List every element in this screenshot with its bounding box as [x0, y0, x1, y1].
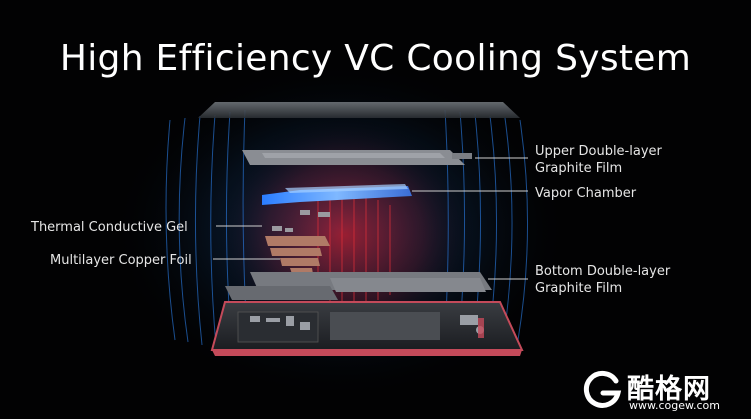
- label-upper-line-1: Upper Double-layer: [535, 144, 662, 159]
- watermark-url: www.cogew.com: [629, 399, 720, 412]
- label-copper-foil: Multilayer Copper Foil: [50, 253, 192, 268]
- leader-lines: [213, 157, 528, 280]
- label-vapor-chamber: Vapor Chamber: [535, 186, 637, 201]
- label-bottom-line-2: Graphite Film: [535, 281, 623, 296]
- thermal-gel-pads: [272, 210, 330, 232]
- label-bottom-graphite-film: Bottom Double-layer Graphite Film: [535, 263, 670, 297]
- label-upper-graphite-film: Upper Double-layer Graphite Film: [535, 143, 662, 177]
- upper-graphite-film: [242, 150, 472, 165]
- watermark-brand: 酷格网: [627, 374, 711, 405]
- label-thermal-gel: Thermal Conductive Gel: [31, 220, 188, 235]
- vapor-chamber: [262, 184, 412, 205]
- top-glass-panel: [198, 102, 520, 118]
- phone-chassis: [210, 301, 524, 356]
- bottom-graphite-film: [225, 272, 492, 300]
- label-bottom-line-1: Bottom Double-layer: [535, 264, 671, 279]
- diagram-title: High Efficiency VC Cooling System: [59, 38, 692, 79]
- watermark: 酷格网 www.cogew.com: [583, 367, 743, 413]
- g-logo-icon: [583, 370, 622, 408]
- label-upper-line-2: Graphite Film: [535, 161, 623, 176]
